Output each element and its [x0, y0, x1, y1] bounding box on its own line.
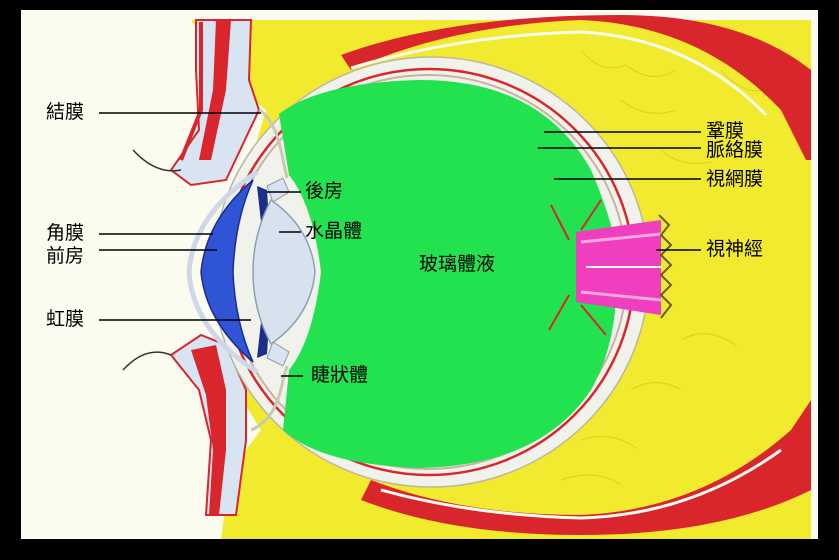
label-cornea: 角膜: [46, 222, 85, 244]
diagram-frame: 結膜 角膜 前房 虹膜 後房 水晶體 睫狀體 玻璃體液 鞏膜 脈絡膜 視網膜 視…: [21, 10, 818, 539]
label-sclera: 鞏膜: [706, 120, 745, 142]
label-conjunctiva: 結膜: [46, 101, 85, 123]
label-choroid: 脈絡膜: [706, 139, 764, 161]
lower-muscle: [361, 400, 811, 535]
leader-lines: [99, 112, 701, 377]
lens: [252, 198, 316, 346]
label-posterior-chamber: 後房: [305, 180, 344, 202]
label-vitreous-body: 玻璃體液: [419, 253, 496, 275]
label-ciliary-body: 睫狀體: [311, 364, 369, 386]
ciliary-body-bottom: [266, 341, 290, 367]
lower-eyelid: [169, 333, 247, 516]
fat-texture: [560, 49, 767, 486]
label-iris: 虹膜: [46, 308, 85, 330]
eye-cross-section: [99, 15, 811, 539]
label-optic-nerve: 視神經: [706, 238, 764, 260]
label-anterior-chamber: 前房: [46, 245, 85, 267]
vitreous-body: [279, 80, 617, 468]
label-retina: 視網膜: [706, 168, 764, 190]
cornea: [200, 179, 254, 363]
label-lens: 水晶體: [305, 220, 363, 242]
